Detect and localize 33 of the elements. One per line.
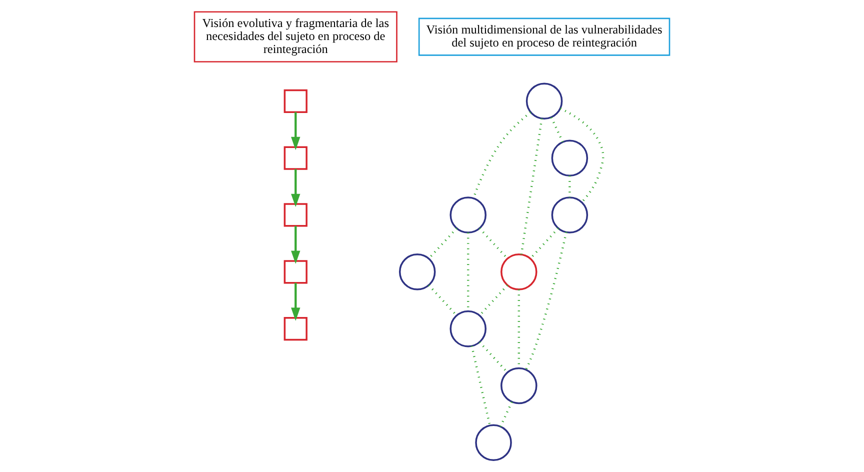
node-circle bbox=[450, 310, 486, 348]
connector bbox=[428, 228, 458, 260]
node-circle bbox=[500, 254, 538, 290]
node-circle bbox=[551, 140, 588, 176]
node-box bbox=[284, 317, 308, 341]
node-circle bbox=[500, 367, 538, 404]
node-box bbox=[284, 260, 308, 284]
node-circle bbox=[551, 196, 588, 234]
connector bbox=[500, 402, 513, 427]
connector bbox=[525, 232, 568, 370]
connector bbox=[478, 228, 508, 260]
node-box bbox=[284, 203, 308, 227]
arrow bbox=[291, 169, 300, 207]
node-circle bbox=[475, 424, 512, 462]
connector bbox=[428, 284, 458, 316]
arrow bbox=[291, 226, 300, 264]
node-box bbox=[284, 89, 308, 113]
node-circle bbox=[526, 82, 563, 120]
connector bbox=[520, 118, 543, 255]
node-circle bbox=[398, 254, 436, 290]
connector bbox=[470, 346, 491, 426]
connector bbox=[568, 176, 571, 198]
connector bbox=[550, 116, 564, 142]
node-circle bbox=[450, 196, 486, 234]
connector bbox=[530, 228, 559, 260]
node-box bbox=[284, 146, 308, 170]
connector bbox=[478, 341, 508, 374]
node-box: Visión multidimensional de las vulnerabilidades del sujeto en proceso de reintegración bbox=[418, 18, 670, 56]
arrow bbox=[291, 112, 300, 150]
node-box: Visión evolutiva y fragmentaria de las necesidades del sujeto en proceso de reintegración bbox=[194, 11, 398, 62]
connector bbox=[560, 107, 604, 203]
connector bbox=[478, 284, 508, 316]
arrow bbox=[291, 282, 300, 321]
